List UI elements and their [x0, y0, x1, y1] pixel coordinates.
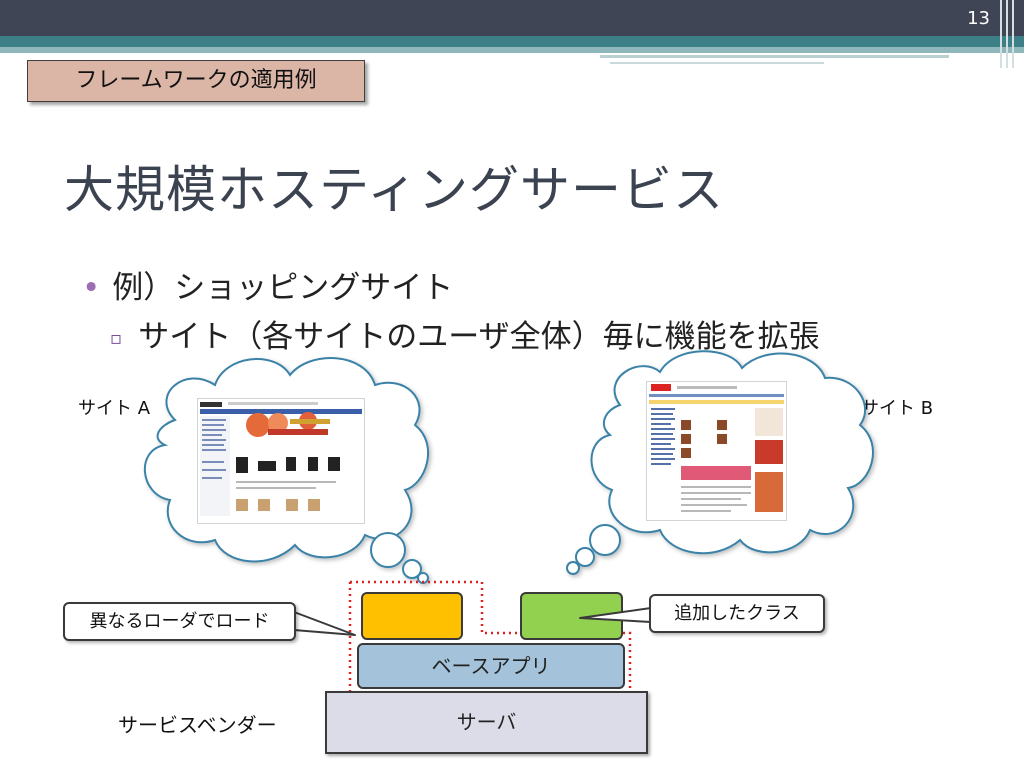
callout-different-loader: 異なるローダでロード — [63, 602, 296, 641]
server-box: サーバ — [325, 691, 648, 754]
site-a-screenshot-image — [198, 399, 364, 523]
section-label: フレームワークの適用例 — [27, 60, 365, 102]
top-bar — [0, 0, 1024, 36]
site-b-label: サイト B — [861, 398, 934, 419]
bullet-level1-text: 例）ショッピングサイト — [112, 270, 454, 306]
loaded-class-box — [361, 592, 463, 640]
callout-added-class: 追加したクラス — [649, 594, 825, 633]
header-vertical-line — [1012, 0, 1014, 68]
header-band-light — [0, 47, 1024, 53]
header-vertical-line — [1000, 0, 1002, 68]
header-vertical-line — [1006, 0, 1008, 68]
base-app-box: ベースアプリ — [357, 643, 625, 689]
slide-number: 13 — [967, 8, 990, 29]
bullet-level2-text: サイト（各サイトのユーザ全体）毎に機能を拡張 — [138, 319, 820, 355]
site-b-screenshot — [646, 381, 787, 521]
service-vendor-label: サービスベンダー — [118, 713, 277, 737]
bullet-square-icon: ▫ — [110, 328, 123, 349]
bullet-level1: • 例）ショッピングサイト — [82, 262, 453, 307]
bullet-dot-icon: • — [82, 270, 101, 306]
slide-title: 大規模ホスティングサービス — [64, 161, 724, 219]
header-band — [0, 36, 1024, 47]
site-b-screenshot-image — [647, 382, 786, 520]
site-a-screenshot — [197, 398, 365, 524]
site-a-label: サイト A — [78, 398, 151, 419]
header-stripe — [600, 55, 949, 58]
header-stripe — [610, 62, 824, 64]
bullet-level2: ▫ サイト（各サイトのユーザ全体）毎に機能を拡張 — [110, 311, 820, 356]
